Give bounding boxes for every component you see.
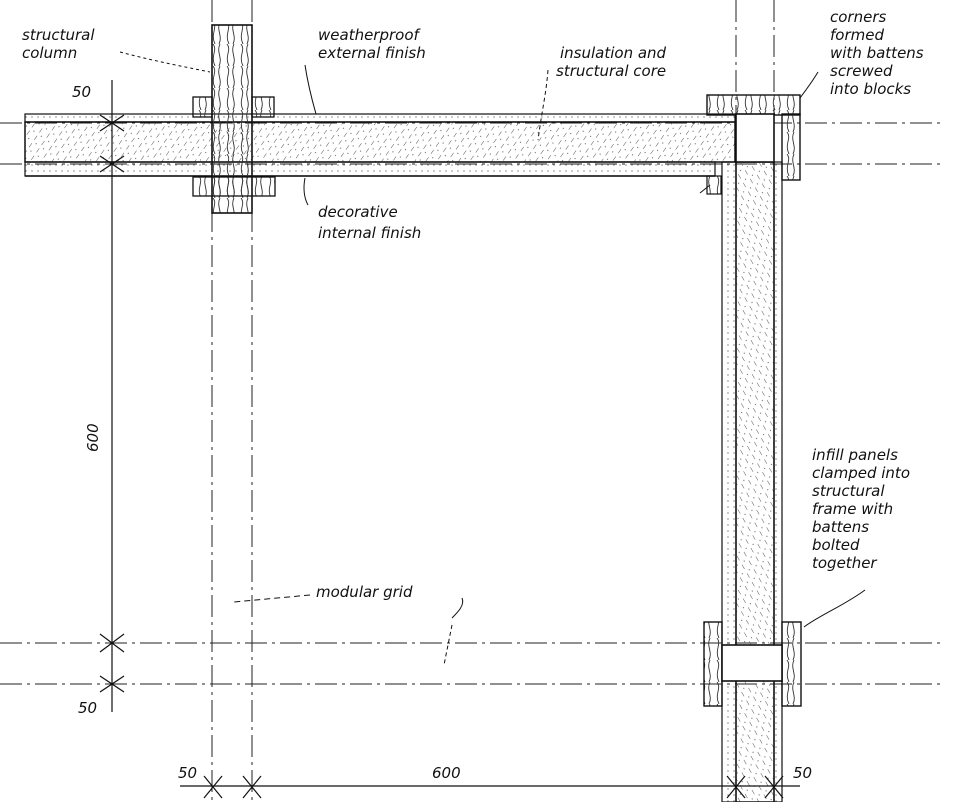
label-corners-line2: formed (830, 26, 884, 44)
dimension-lines (99, 80, 800, 799)
label-structural-column-line1: structural (22, 26, 95, 44)
dim-horizontal-600: 600 (432, 764, 461, 782)
label-decorative-finish: decorative internal finish (318, 203, 421, 242)
infill-clamp-battens (703, 621, 802, 707)
label-infill-line5: battens (812, 518, 869, 536)
label-infill-line2: clamped into (812, 464, 910, 482)
label-structural-column-line2: column (22, 44, 77, 62)
label-infill-panels: infill panels clamped into structural fr… (812, 446, 910, 572)
label-weatherproof-finish: weatherproof external finish (318, 26, 426, 62)
dim-bottom-50-right: 50 (793, 764, 812, 782)
label-weatherproof-line2: external finish (318, 44, 426, 62)
structural-column (192, 24, 276, 214)
label-infill-line4: frame with (812, 500, 893, 518)
label-infill-line6: bolted (812, 536, 860, 554)
dim-bottom-50-left: 50 (178, 764, 197, 782)
vertical-wall-panel (721, 161, 783, 802)
label-infill-line1: infill panels (812, 446, 898, 464)
label-structural-column: structural column (22, 26, 95, 62)
label-corners-line4: screwed (830, 62, 893, 80)
label-decorative-line2: internal finish (318, 224, 421, 242)
label-modular-grid: modular grid (316, 583, 413, 601)
label-infill-line3: structural (812, 482, 885, 500)
label-weatherproof-line1: weatherproof (318, 26, 422, 44)
label-corners-line5: into blocks (830, 80, 911, 98)
label-corners: corners formed with battens screwed into… (830, 8, 924, 98)
label-corners-line3: with battens (830, 44, 924, 62)
label-insulation-line1: insulation and (560, 44, 667, 62)
label-insulation-line2: structural core (556, 62, 666, 80)
label-decorative-line1: decorative (318, 203, 398, 221)
label-insulation-core: insulation and structural core (556, 44, 667, 80)
dim-top-left-50: 50 (72, 83, 91, 101)
leader-lines (119, 51, 866, 666)
label-corners-line1: corners (830, 8, 886, 26)
horizontal-wall-panel (24, 113, 736, 177)
dim-vertical-600: 600 (84, 423, 102, 452)
dim-bottom-left-50: 50 (78, 699, 97, 717)
corner-battens (706, 94, 801, 195)
label-infill-line7: together (812, 554, 877, 572)
